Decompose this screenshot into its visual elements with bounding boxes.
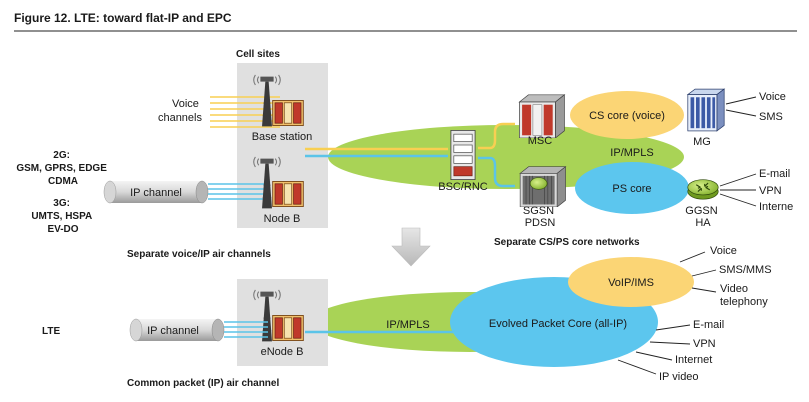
bsc-rnc-label: BSC/RNC xyxy=(438,181,488,193)
caption-common-packet: Common packet (IP) air channel xyxy=(127,378,279,389)
ims-output-voice: Voice xyxy=(710,245,737,257)
sgsn-pdsn-label: SGSN PDSN xyxy=(523,205,557,229)
sgsn-rack-icon xyxy=(519,166,567,207)
router-icon xyxy=(687,179,719,200)
ggsn-internet-line xyxy=(719,193,757,207)
ip-channel-lines-top xyxy=(208,183,268,200)
ip-channel-pipe-bottom xyxy=(129,318,225,342)
ip-channel-label-top: IP channel xyxy=(130,187,182,199)
ip-mpls-label-bottom: IP/MPLS xyxy=(386,319,429,331)
epc-output-vpn: VPN xyxy=(693,338,716,350)
ps-core-label: PS core xyxy=(612,183,651,195)
enode-b-label: eNode B xyxy=(261,346,304,358)
radio-cabinet-icon xyxy=(272,315,304,341)
mg-voice-line xyxy=(725,96,757,105)
mg-rack-icon xyxy=(687,88,725,132)
cs-core-cloud xyxy=(570,91,684,139)
ps-core-cloud xyxy=(575,162,689,214)
switch-rack-icon xyxy=(450,130,476,180)
epc-ipvideo-line xyxy=(617,359,657,375)
voip-ims-cloud xyxy=(568,257,694,307)
ims-video-line xyxy=(691,287,717,293)
bsc-to-sgsn-line xyxy=(478,156,515,188)
epc-email-line xyxy=(655,324,691,331)
mg-sms-line xyxy=(725,109,757,117)
ims-sms-line xyxy=(691,269,717,277)
ggsn-output-email: E-mail xyxy=(759,168,790,180)
ims-output-sms-mms: SMS/MMS xyxy=(719,264,772,276)
ims-voice-line xyxy=(679,251,706,263)
mg-output-sms: SMS xyxy=(759,111,783,123)
voice-channels-label: Voice channels xyxy=(158,98,203,124)
msc-label: MSC xyxy=(528,135,553,147)
ip-channel-lines-bottom xyxy=(224,321,268,338)
node-b-label: Node B xyxy=(264,213,301,225)
epc-output-internet: Internet xyxy=(675,354,712,366)
gen-3g-label: 3G: UMTS, HSPA EV-DO xyxy=(31,198,94,235)
radio-cabinet-icon xyxy=(272,100,304,126)
ims-output-video-telephony: Video telephony xyxy=(720,283,768,308)
ggsn-email-line xyxy=(719,173,757,187)
voip-ims-label: VoIP/IMS xyxy=(608,277,654,289)
epc-label: Evolved Packet Core (all-IP) xyxy=(489,318,627,330)
down-arrow-icon xyxy=(391,227,431,267)
ggsn-output-vpn: VPN xyxy=(759,185,782,197)
ip-mpls-label-top: IP/MPLS xyxy=(610,147,653,159)
epc-internet-line xyxy=(635,351,673,361)
msc-switch-icon xyxy=(518,94,565,138)
ip-channel-pipe-top xyxy=(103,180,209,204)
ip-channel-label-bottom: IP channel xyxy=(147,325,199,337)
lte-label: LTE xyxy=(42,326,60,337)
ggsn-output-internet: Interne xyxy=(759,201,793,213)
cs-core-label: CS core (voice) xyxy=(589,110,665,122)
cell-sites-label: Cell sites xyxy=(236,49,280,60)
caption-separate-air: Separate voice/IP air channels xyxy=(127,249,271,260)
figure-title: Figure 12. LTE: toward flat-IP and EPC xyxy=(14,11,232,25)
epc-output-ip-video: IP video xyxy=(659,371,699,383)
mg-label: MG xyxy=(693,136,711,148)
radio-cabinet-icon xyxy=(272,181,304,207)
mg-output-voice: Voice xyxy=(759,91,786,103)
bsc-to-msc-line xyxy=(478,122,515,150)
epc-output-email: E-mail xyxy=(693,319,724,331)
caption-separate-core: Separate CS/PS core networks xyxy=(494,237,640,248)
ggsn-ha-label: GGSN HA xyxy=(685,205,720,229)
epc-vpn-line xyxy=(649,341,691,345)
gen-2g-label: 2G: GSM, GPRS, EDGE CDMA xyxy=(16,150,109,187)
base-station-label: Base station xyxy=(252,131,313,143)
